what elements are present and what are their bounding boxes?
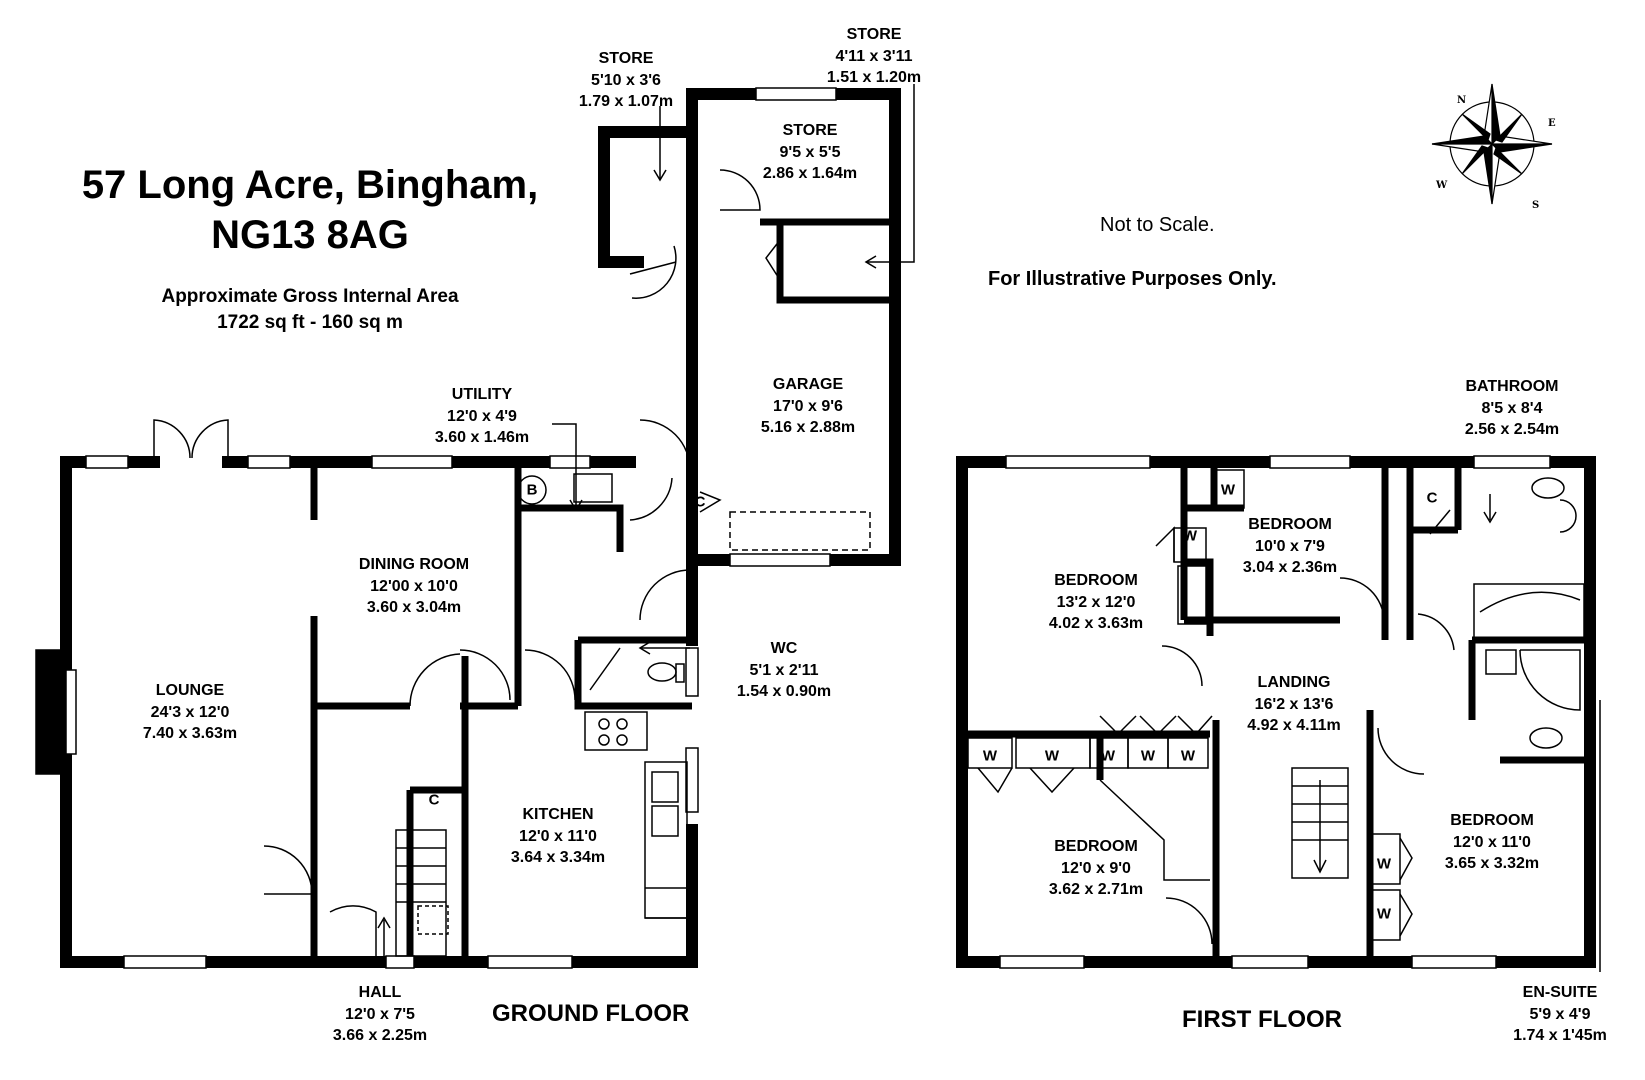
area-value: 1722 sq ft - 160 sq m — [217, 311, 403, 333]
ground-floor-label: GROUND FLOOR — [492, 1000, 690, 1027]
ground-floor-doors — [153, 169, 781, 958]
not-to-scale-note: Not to Scale. — [1100, 214, 1215, 236]
first-floor-walls — [956, 456, 1596, 968]
page-title: 57 Long Acre, Bingham, NG13 8AG — [70, 160, 550, 260]
area-label: Approximate Gross Internal Area — [161, 286, 459, 307]
boiler-marker: B — [526, 481, 538, 499]
first-floor-internal-walls — [966, 468, 1590, 960]
ground-floor-windows — [85, 87, 837, 969]
compass-s: S — [1532, 200, 1539, 211]
wardrobe-marker: W — [1044, 747, 1060, 765]
cupboard-marker-bathroom: C — [1426, 489, 1438, 507]
area-summary: Approximate Gross Internal Area 1722 sq … — [130, 284, 490, 335]
wardrobe-marker: W — [982, 747, 998, 765]
first-floor-fixtures — [967, 469, 1601, 972]
first-floor-doors — [1161, 509, 1455, 945]
first-floor-windows — [999, 455, 1551, 969]
wardrobe-marker: W — [1140, 747, 1156, 765]
ground-floor-internal-walls — [310, 218, 895, 960]
wardrobe-marker: W — [1220, 481, 1236, 499]
compass-n: N — [1457, 95, 1466, 106]
wardrobe-marker: W — [1376, 905, 1392, 923]
cupboard-marker-hall: C — [428, 791, 440, 809]
wardrobe-marker: W — [1182, 527, 1198, 545]
illustrative-note: For Illustrative Purposes Only. — [988, 268, 1277, 290]
ground-floor-fixtures — [35, 84, 915, 960]
cupboard-marker-garage: C — [694, 493, 706, 511]
address-line1: 57 Long Acre, Bingham, — [81, 163, 539, 207]
compass-rose — [1431, 83, 1553, 205]
address-line2: NG13 8AG — [211, 213, 409, 257]
compass-w: W — [1435, 180, 1448, 191]
wardrobe-marker: W — [1100, 747, 1116, 765]
compass-e: E — [1548, 118, 1556, 129]
first-floor-label: FIRST FLOOR — [1182, 1006, 1342, 1033]
wardrobe-marker: W — [1376, 855, 1392, 873]
wardrobe-marker: W — [1180, 747, 1196, 765]
compass-letters: N E S W — [1435, 95, 1556, 211]
